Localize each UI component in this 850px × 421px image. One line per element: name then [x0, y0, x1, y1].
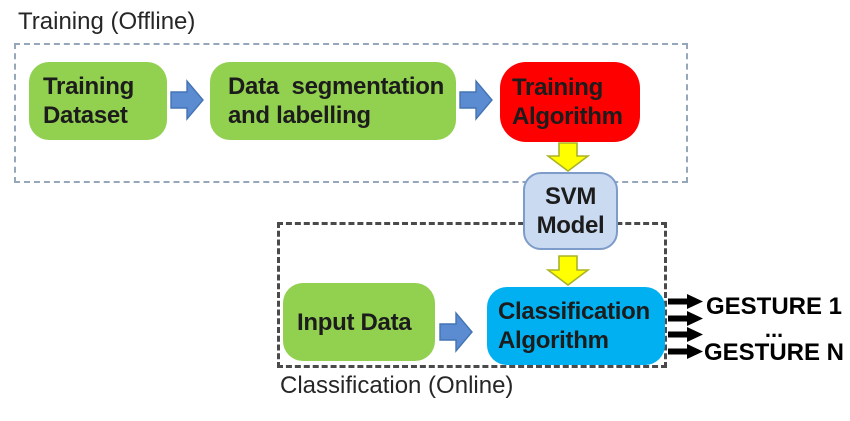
node-training-dataset: Training Dataset — [29, 62, 167, 140]
node-label-line: Algorithm — [512, 103, 623, 130]
node-training-algorithm: Training Algorithm — [500, 62, 640, 142]
node-input-data: Input Data — [283, 283, 435, 361]
training-section-label: Training (Offline) — [18, 8, 196, 35]
node-label-line: Training — [43, 73, 134, 100]
node-label-line: SVM — [544, 183, 597, 210]
classification-section-label: Classification (Online) — [280, 372, 514, 399]
node-data-segmentation: Data segmentation and labelling — [210, 62, 456, 140]
node-label-line: and labelling — [228, 102, 371, 129]
training-group-border — [14, 43, 688, 183]
flow-arrow-right-icon — [439, 311, 473, 353]
gesture-n-label: GESTURE N — [703, 339, 844, 366]
flow-arrow-right-icon — [170, 79, 204, 121]
gesture-1-label: GESTURE 1 — [705, 293, 843, 320]
gesture-ellipsis: ... — [764, 317, 784, 342]
node-label-line: Data segmentation — [228, 73, 444, 100]
flow-arrow-right-icon — [459, 79, 493, 121]
node-label-line: Training — [512, 74, 603, 101]
node-classification-algorithm: Classification Algorithm — [487, 287, 665, 365]
classification-group-border — [277, 222, 667, 368]
node-svm-model: SVM Model — [523, 172, 618, 250]
node-label-line: Input Data — [297, 308, 412, 336]
node-label-line: Algorithm — [498, 327, 609, 354]
flow-arrow-down-icon — [546, 142, 590, 172]
output-arrow-icon — [668, 344, 704, 359]
flow-arrow-down-icon — [546, 255, 590, 286]
node-label-line: Model — [536, 212, 605, 239]
output-arrow-icon — [668, 327, 704, 342]
output-arrow-icon — [668, 311, 704, 326]
node-label-line: Classification — [498, 298, 650, 325]
output-arrow-icon — [668, 294, 704, 309]
gesture-outputs: GESTURE 1 ... GESTURE N — [703, 294, 845, 365]
node-label-line: Dataset — [43, 102, 128, 129]
